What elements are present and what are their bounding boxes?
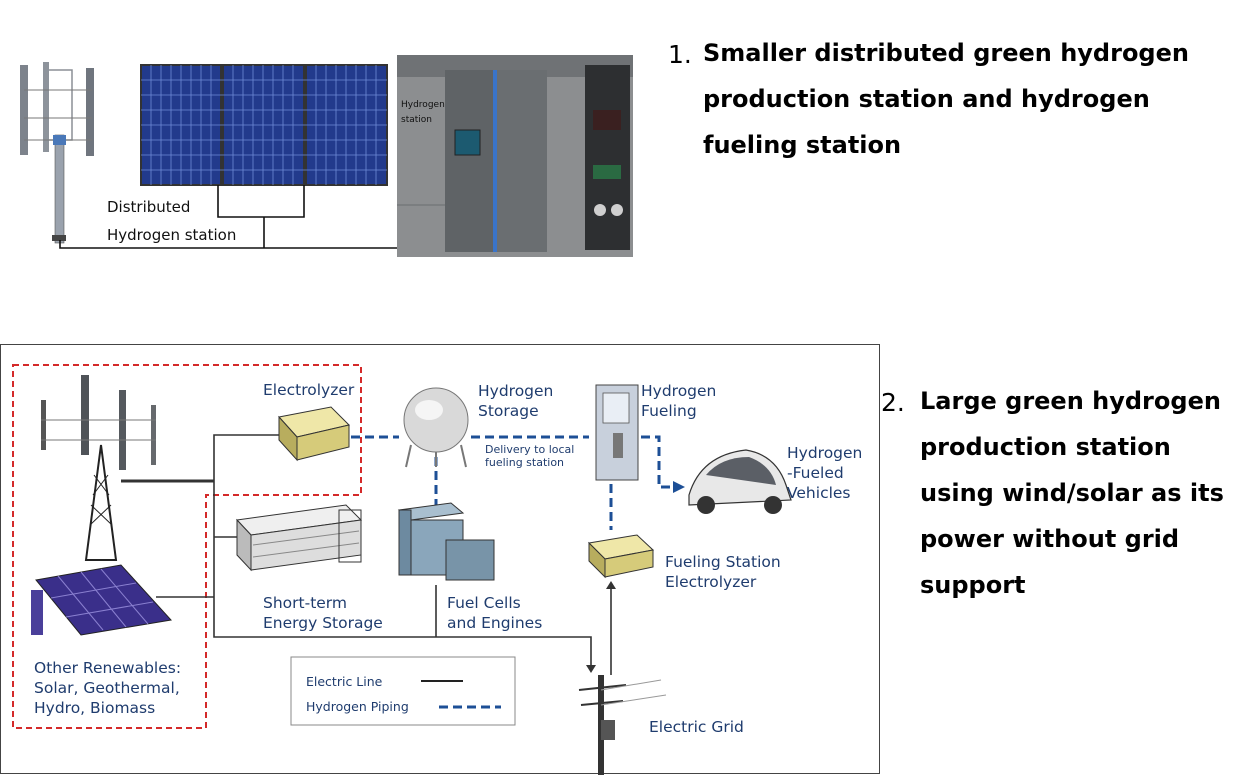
station-elec-line1: Fueling Station: [665, 553, 781, 571]
vehicles-label: Hydrogen -Fueled Vehicles: [787, 443, 862, 503]
fueling-label-line2: Fueling: [641, 402, 697, 420]
renewables-line2: Solar, Geothermal,: [34, 679, 180, 697]
system-boundary: [12, 364, 362, 729]
solar-array-icon: [31, 564, 172, 636]
distributed-label-line1: Distributed: [107, 198, 191, 216]
item-1-number: 1.: [668, 40, 692, 69]
electric-wiring: [59, 185, 398, 249]
legend-hydrogen-label: Hydrogen Piping: [306, 699, 409, 714]
energy-storage-icon: [235, 504, 363, 572]
renewables-line3: Hydro, Biomass: [34, 699, 156, 717]
item-1-line2: production station and hydrogen: [703, 85, 1150, 113]
short-term-line1: Short-term: [263, 594, 348, 612]
item-2-line3: using wind/solar as its: [920, 479, 1224, 507]
fuel-cells-line1: Fuel Cells: [447, 594, 521, 612]
vehicles-label-line1: Hydrogen: [787, 444, 863, 462]
electrolyzer-icon: [278, 406, 350, 462]
solar-panel-icon: [140, 64, 388, 186]
renewables-label: Other Renewables: Solar, Geothermal, Hyd…: [34, 658, 181, 718]
delivery-label-line2: fueling station: [485, 456, 565, 469]
vehicle-icon: [688, 449, 792, 514]
legend-electric-label: Electric Line: [306, 674, 383, 689]
short-term-storage-label: Short-term Energy Storage: [263, 593, 383, 633]
delivery-label: Delivery to local fueling station: [485, 443, 574, 469]
fuel-cells-label: Fuel Cells and Engines: [447, 593, 542, 633]
station-sign-line1: Hydrogen: [401, 100, 445, 110]
wind-turbine-icon: [20, 62, 94, 244]
station-electrolyzer-label: Fueling Station Electrolyzer: [665, 552, 781, 592]
renewables-line1: Other Renewables:: [34, 659, 182, 677]
station-electrolyzer-icon: [587, 534, 655, 579]
legend-box: [290, 656, 516, 726]
diagram-drawing: [12, 364, 792, 775]
electrolyzer-label: Electrolyzer: [263, 381, 355, 399]
electric-lines: [121, 434, 612, 675]
delivery-label-line1: Delivery to local: [485, 443, 575, 456]
wind-farm-icon: [41, 375, 156, 561]
vehicles-label-line3: Vehicles: [787, 484, 851, 502]
storage-label-line2: Storage: [478, 402, 539, 420]
item-2-line2: production station: [920, 433, 1171, 461]
hydrogen-station-icon: [397, 55, 633, 257]
item-2-line1: Large green hydrogen: [920, 387, 1221, 415]
hydrogen-system-diagram: Electrolyzer Hydrogen Storage Hydrogen F…: [0, 344, 880, 775]
short-term-line2: Energy Storage: [263, 614, 383, 632]
item-1-line1: Smaller distributed green hydrogen: [703, 39, 1189, 67]
hydrogen-storage-label: Hydrogen Storage: [478, 381, 553, 421]
electric-grid-label: Electric Grid: [649, 718, 744, 736]
fuel-cell-icon: [397, 502, 495, 581]
station-sign-line2: station: [401, 115, 432, 125]
item-2: 2. Large green hydrogen production stati…: [881, 378, 1236, 618]
distributed-label-line2: Hydrogen station: [107, 226, 237, 244]
item-2-line4: power without grid: [920, 525, 1180, 553]
distributed-station-drawing: [20, 55, 633, 257]
fueling-label-line1: Hydrogen: [641, 382, 717, 400]
item-1: 1. Smaller distributed green hydrogen pr…: [668, 30, 1228, 180]
fuel-cells-line2: and Engines: [447, 614, 543, 632]
fuel-dispenser-icon: [595, 384, 639, 481]
item-1-line3: fueling station: [703, 131, 902, 159]
station-elec-line2: Electrolyzer: [665, 573, 757, 591]
vehicles-label-line2: -Fueled: [787, 464, 844, 482]
top-illustration: Hydrogen station Distributed Hydrogen st…: [0, 40, 640, 265]
item-2-number: 2.: [881, 388, 905, 417]
hydrogen-storage-icon: [403, 387, 469, 468]
hydrogen-fueling-label: Hydrogen Fueling: [641, 381, 716, 421]
station-sign: Hydrogen station: [401, 98, 445, 128]
item-2-line5: support: [920, 571, 1026, 599]
storage-label-line1: Hydrogen: [478, 382, 554, 400]
utility-pole-icon: [578, 675, 667, 775]
